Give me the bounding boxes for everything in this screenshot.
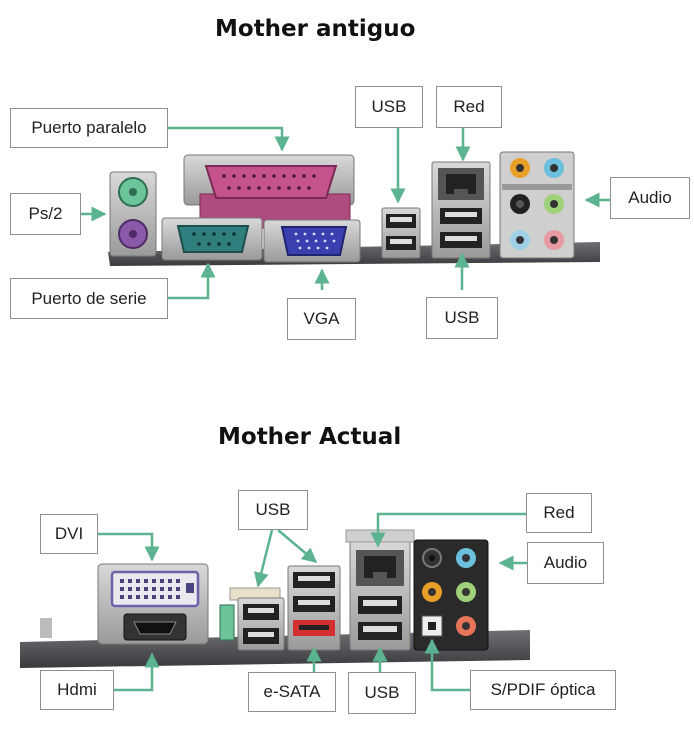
old-board-arrows (81, 126, 610, 300)
label-red-old: Red (436, 86, 502, 128)
dvi-hdmi-block (97, 563, 209, 645)
new-board-arrows (98, 512, 527, 692)
label-usb-top-new: USB (238, 490, 308, 530)
label-puerto-paralelo: Puerto paralelo (10, 108, 168, 148)
network-usb-stack-new (345, 529, 415, 651)
serial-port (161, 217, 263, 261)
usb-ports-single (381, 207, 421, 259)
network-usb-stack (431, 161, 491, 259)
title-mother-actual: Mother Actual (218, 424, 402, 450)
label-audio-old: Audio (610, 177, 690, 219)
label-spdif-optica: S/PDIF óptica (470, 670, 616, 710)
usb-pair-left (237, 597, 285, 651)
label-puerto-de-serie: Puerto de serie (10, 278, 168, 319)
label-dvi: DVI (40, 514, 98, 554)
label-ps2: Ps/2 (10, 193, 81, 235)
label-hdmi: Hdmi (40, 670, 114, 710)
audio-jacks (499, 151, 575, 259)
ps2-ports (109, 171, 157, 257)
old-board (108, 151, 600, 266)
usb-esata-stack (287, 565, 341, 651)
label-usb-bottom-new: USB (348, 672, 416, 714)
vga-port (263, 219, 361, 263)
label-audio-new: Audio (527, 542, 604, 584)
label-usb-top-old: USB (355, 86, 423, 128)
audio-spdif-block (413, 539, 489, 651)
label-vga: VGA (287, 298, 356, 340)
label-esata: e-SATA (248, 672, 336, 712)
label-red-new: Red (526, 493, 592, 533)
parallel-port (183, 154, 355, 229)
title-mother-antiguo: Mother antiguo (215, 16, 416, 42)
label-usb-bottom-old: USB (426, 297, 498, 339)
